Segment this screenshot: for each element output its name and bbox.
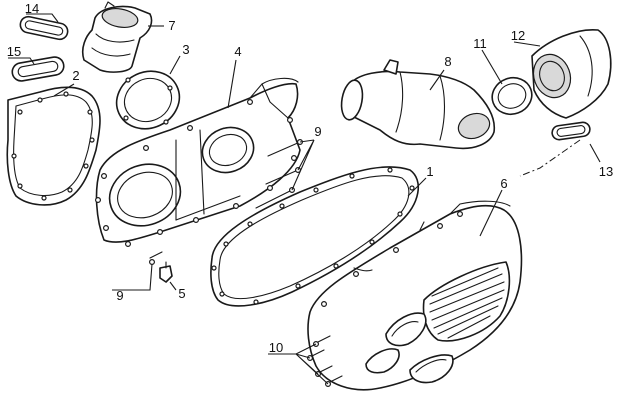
part-14-seal — [19, 15, 69, 41]
part-12-intake-boot — [531, 29, 612, 119]
part-2-cover-gasket — [6, 86, 101, 206]
callout-1: 1 — [426, 164, 433, 179]
callout-12: 12 — [511, 28, 525, 43]
part-15-seal — [11, 56, 65, 82]
part-7-intake-duct — [81, 1, 153, 73]
leader-lines — [8, 13, 601, 385]
part-1-primary-gasket — [210, 166, 419, 307]
part-13-seal — [551, 121, 591, 141]
part-4-inner-cover — [94, 77, 301, 248]
part-3-round-gasket — [115, 70, 181, 130]
callout-8: 8 — [444, 54, 451, 69]
callout-2: 2 — [72, 68, 79, 83]
part-11-clamp — [491, 76, 533, 116]
callout-9-upper: 9 — [314, 124, 321, 139]
callout-6: 6 — [500, 176, 507, 191]
callout-13: 13 — [599, 164, 613, 179]
callout-labels: 14 15 7 2 3 4 9 8 11 12 13 1 6 9 5 10 — [7, 1, 613, 355]
callout-14: 14 — [25, 1, 39, 16]
part-8-air-duct — [340, 59, 496, 150]
callout-15: 15 — [7, 44, 21, 59]
part-6-outer-cover — [307, 200, 523, 391]
callout-10: 10 — [269, 340, 283, 355]
callout-7: 7 — [168, 18, 175, 33]
callout-3: 3 — [182, 42, 189, 57]
callout-11: 11 — [473, 36, 487, 51]
callout-5: 5 — [178, 286, 185, 301]
louvre-grille — [422, 261, 511, 342]
callout-9-lower: 9 — [116, 288, 123, 303]
part-5-drain-plug — [159, 261, 173, 283]
callout-4: 4 — [234, 44, 241, 59]
centreline — [519, 139, 581, 177]
